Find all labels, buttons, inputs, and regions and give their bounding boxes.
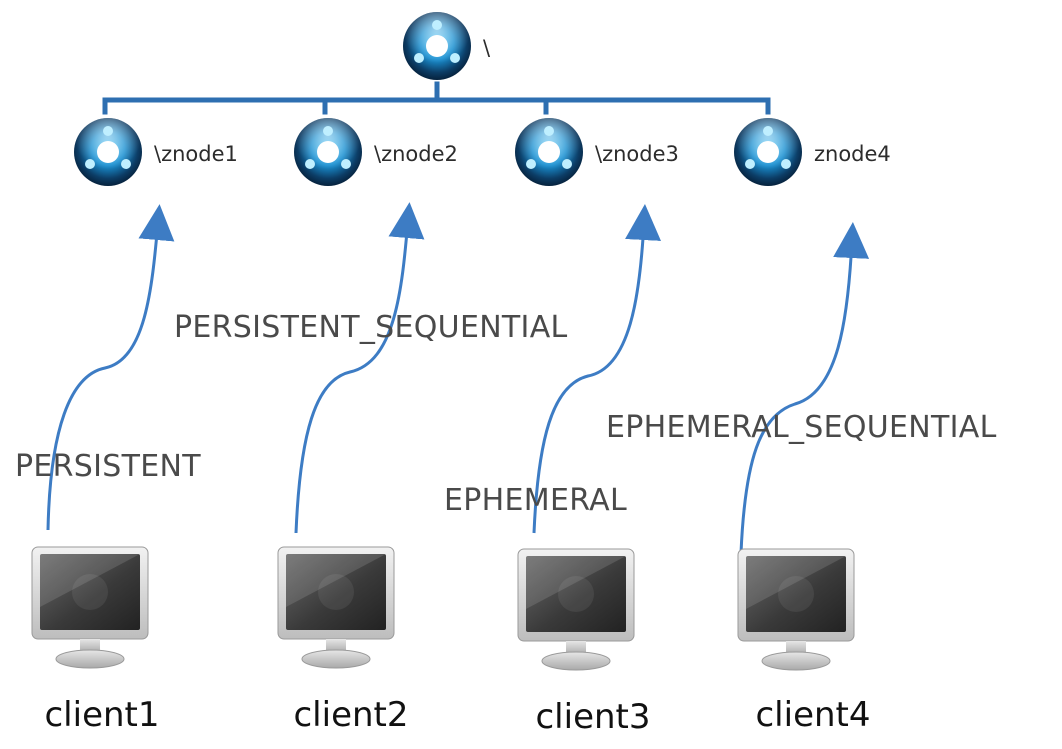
client3-monitor-icon (517, 548, 635, 671)
mode-label-ephemeral-sequential: EPHEMERAL_SEQUENTIAL (606, 410, 997, 445)
client1-monitor-icon (31, 546, 149, 669)
znode1-icon (74, 118, 142, 186)
mode-label-ephemeral: EPHEMERAL (444, 483, 627, 518)
create-arrows (46, 202, 870, 554)
client3-label: client3 (535, 697, 651, 737)
znode2-label: \znode2 (374, 142, 458, 166)
client4-monitor-icon (737, 548, 855, 671)
znode3-icon (515, 118, 583, 186)
tree-lines (102, 81, 771, 115)
mode-label-persistent: PERSISTENT (15, 449, 201, 484)
client1-label: client1 (44, 695, 160, 735)
root-node-label: \ (483, 36, 491, 60)
znode3-label: \znode3 (595, 142, 679, 166)
arrow-client2-znode2 (294, 202, 425, 534)
znode4-icon (734, 118, 802, 186)
arrow-client4-znode4 (739, 222, 870, 554)
arrow-client1-znode1 (46, 204, 175, 531)
client2-monitor-icon (277, 546, 395, 669)
root-node-icon (403, 12, 471, 80)
client4-label: client4 (755, 695, 871, 735)
znode1-label: \znode1 (154, 142, 238, 166)
client2-label: client2 (293, 695, 409, 735)
znode4-label: znode4 (814, 142, 891, 166)
arrow-client3-znode3 (532, 204, 662, 534)
znode2-icon (294, 118, 362, 186)
mode-label-persistent-sequential: PERSISTENT_SEQUENTIAL (174, 310, 568, 345)
